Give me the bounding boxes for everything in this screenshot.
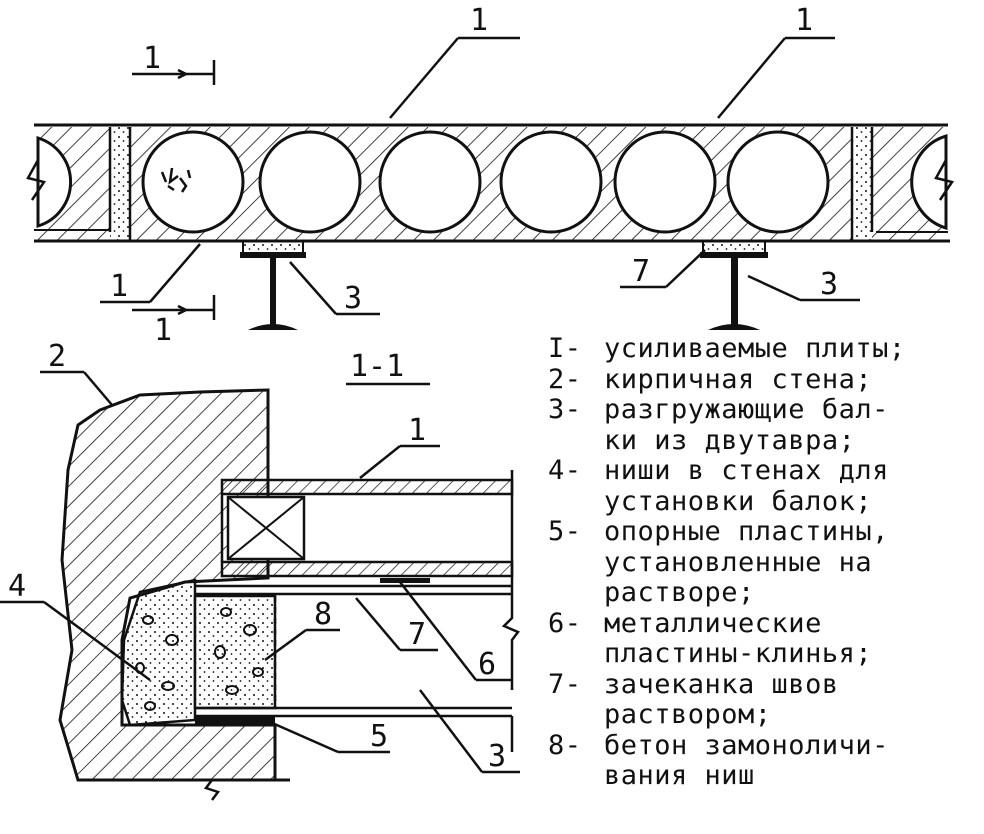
callout-1b: 1 xyxy=(795,3,813,38)
callout-1a: 1 xyxy=(470,3,488,38)
legend-line: установки балок; xyxy=(604,485,873,517)
break-mark-right xyxy=(934,159,955,201)
legend-text: кирпичная стена; xyxy=(604,363,978,396)
callout-7b: 7 xyxy=(408,617,426,652)
section-mark-top-label: 1 xyxy=(143,41,161,76)
section-1-1: 1-1 xyxy=(0,339,520,801)
mortar-pad-left xyxy=(242,240,304,254)
callout-1c: 1 xyxy=(110,269,128,304)
legend-line: опорные пластины, xyxy=(604,516,889,547)
legend-num: 7- xyxy=(548,668,582,700)
legend-item-7: 7- зачеканка швов раствором; xyxy=(548,668,978,731)
callout-6: 6 xyxy=(478,647,496,682)
legend-num: 3- xyxy=(548,394,582,425)
legend-item-5: 5- опорные пластины, установленные на ра… xyxy=(548,516,978,609)
legend-item-6: 6- металлические пластины-клинья; xyxy=(548,607,978,670)
legend-num: 4- xyxy=(548,455,582,486)
legend-text: бетон замоноличи- вания ниш xyxy=(604,729,978,792)
callout-8: 8 xyxy=(314,597,332,632)
legend-text: опорные пластины, установленные на раств… xyxy=(604,516,978,609)
legend-text: ниши в стенах для установки балок; xyxy=(604,455,978,517)
callout-7a: 7 xyxy=(632,254,650,289)
legend-line: ки из двутавра; xyxy=(604,424,856,456)
break-mark-left xyxy=(26,159,47,201)
legend-line: вания ниш xyxy=(604,760,755,791)
legend-num: 2- xyxy=(548,363,582,395)
legend-text: разгружающие бал- ки из двутавра; xyxy=(604,394,978,456)
section-slab xyxy=(220,470,514,600)
legend-line: металлические xyxy=(604,607,822,639)
legend-item-8: 8- бетон замоноличи- вания ниш xyxy=(548,729,978,792)
section-title: 1-1 xyxy=(350,349,404,384)
legend-item-1: I- усиливаемые плиты; xyxy=(548,333,978,365)
leaders-section xyxy=(0,370,520,774)
legend-num: 6- xyxy=(548,607,582,639)
leaders-top xyxy=(100,36,860,316)
legend-line: установленные на xyxy=(604,546,873,578)
legend-item-2: 2- кирпичная стена; xyxy=(548,363,978,396)
legend-item-4: 4- ниши в стенах для установки балок; xyxy=(548,455,978,517)
aggregate-stones xyxy=(135,607,264,711)
niche-concrete xyxy=(120,578,197,727)
i-beam-right xyxy=(700,252,768,330)
callout-3c: 3 xyxy=(488,739,506,774)
section-mark-bottom-label: 1 xyxy=(154,313,172,348)
slab-voids xyxy=(36,130,948,234)
callout-3a: 3 xyxy=(344,281,362,316)
wedge-plate xyxy=(380,578,430,583)
legend-line: ниши в стенах для xyxy=(604,455,889,486)
slab-section: 1 1 1 1 1 3 7 3 xyxy=(26,3,955,348)
section-cut-marks xyxy=(132,60,216,320)
legend-line: разгружающие бал- xyxy=(604,394,889,425)
legend-line: усиливаемые плиты; xyxy=(604,333,906,364)
slab-joint-right xyxy=(850,127,874,240)
callout-1d: 1 xyxy=(408,413,426,448)
legend-line: растворе; xyxy=(604,577,755,608)
i-beam-left xyxy=(240,252,306,330)
legend-num: 8- xyxy=(548,729,582,761)
legend-text: усиливаемые плиты; xyxy=(604,333,978,365)
legend-item-3: 3- разгружающие бал- ки из двутавра; xyxy=(548,394,978,456)
legend-line: раствором; xyxy=(604,699,772,730)
legend-text: металлические пластины-клинья; xyxy=(604,607,978,670)
legend-num: 5- xyxy=(548,516,582,547)
callout-2: 2 xyxy=(48,339,66,374)
legend-line: пластины-клинья; xyxy=(604,638,873,669)
damage-mark xyxy=(160,167,192,193)
legend-num: I- xyxy=(548,333,582,364)
legend: I- усиливаемые плиты; 2- кирпичная стена… xyxy=(548,333,978,792)
callout-5: 5 xyxy=(370,719,388,754)
callout-3b: 3 xyxy=(820,267,838,302)
legend-line: зачеканка швов xyxy=(604,668,839,700)
slab-joint-left xyxy=(108,127,132,240)
legend-line: бетон замоноличи- xyxy=(604,729,889,761)
support-plate xyxy=(195,716,275,725)
legend-text: зачеканка швов раствором; xyxy=(604,668,978,731)
mortar-pad-right xyxy=(702,240,766,254)
legend-line: кирпичная стена; xyxy=(604,363,873,395)
callout-4: 4 xyxy=(8,569,26,604)
